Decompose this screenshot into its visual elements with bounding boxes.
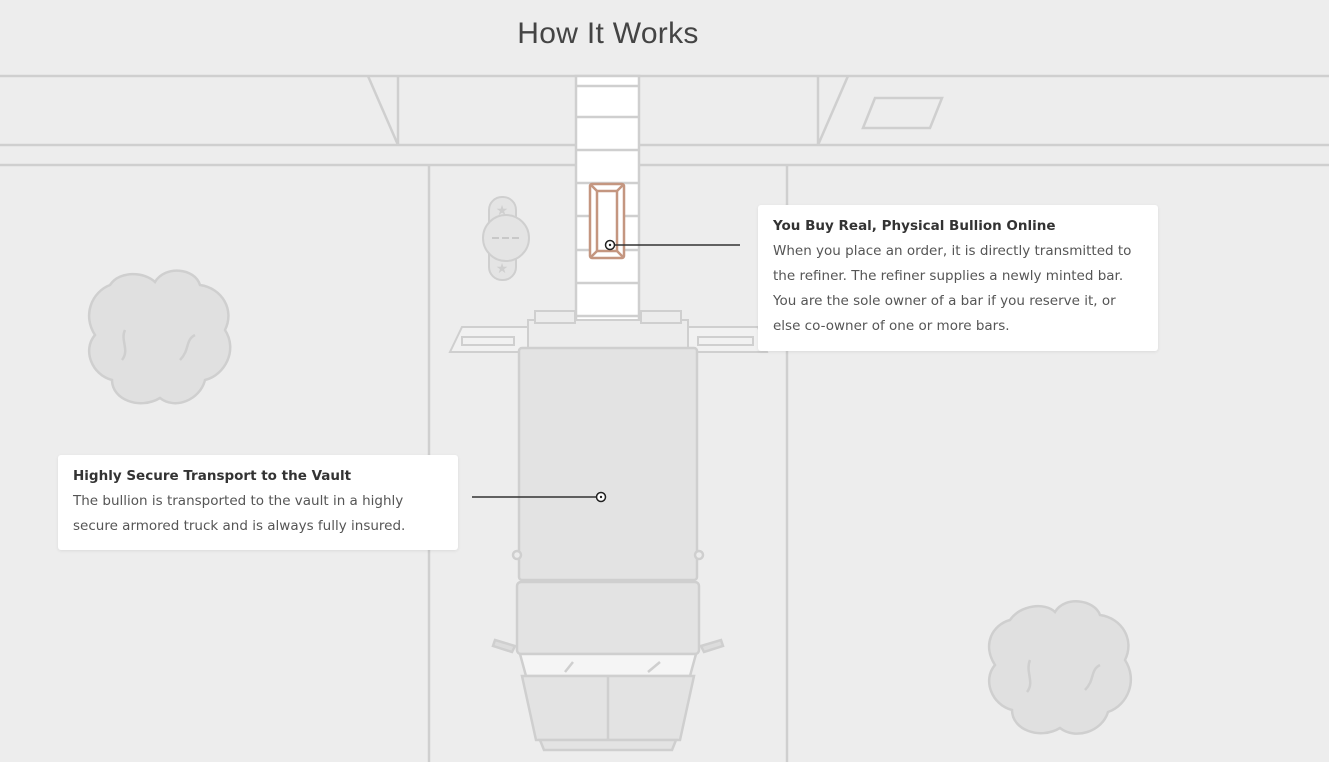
- step-description: When you place an order, it is directly …: [773, 243, 1132, 334]
- conveyor-chute: [574, 74, 641, 350]
- step-description: The bullion is transported to the vault …: [73, 493, 406, 534]
- svg-text:★: ★: [496, 203, 509, 219]
- step-title: You Buy Real, Physical Bullion Online: [773, 218, 1056, 234]
- svg-text:★: ★: [496, 261, 509, 277]
- step-card-secure-transport: Highly Secure Transport to the Vault The…: [58, 455, 458, 550]
- step-title: Highly Secure Transport to the Vault: [73, 468, 352, 484]
- building-outline: [0, 74, 1329, 167]
- bush-right-icon: [987, 600, 1133, 735]
- loading-dock: [448, 310, 769, 353]
- pointer-step-2: [472, 491, 607, 503]
- bush-left-icon: [87, 269, 232, 405]
- traffic-light-icon: ★ ★: [482, 196, 530, 281]
- step-card-buy-bullion: You Buy Real, Physical Bullion Online Wh…: [758, 205, 1158, 351]
- page-title: How It Works: [517, 17, 699, 50]
- pointer-step-1: [604, 239, 740, 251]
- armored-truck-icon: [491, 346, 725, 752]
- gold-bar-icon: [588, 182, 626, 260]
